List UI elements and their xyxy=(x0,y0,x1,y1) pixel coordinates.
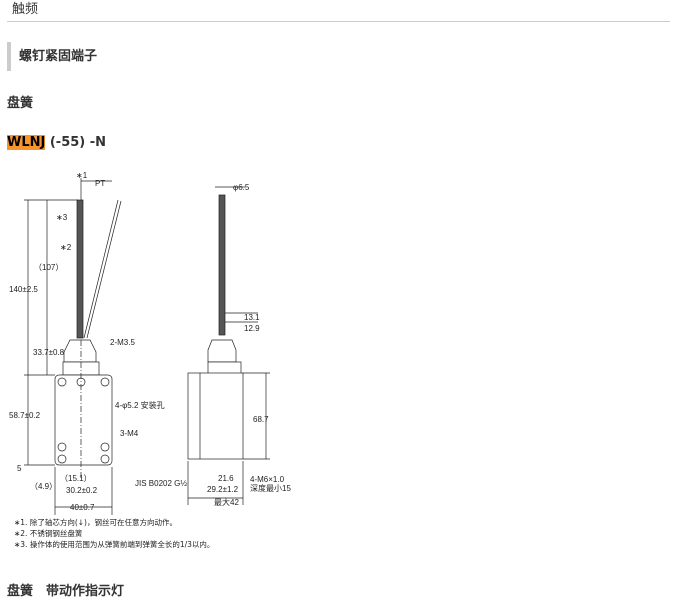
dim-33-7: 33.7±0.8 xyxy=(33,348,65,357)
label-m3-5: 2-M3.5 xyxy=(110,338,135,347)
model-suffix: (-55) -N xyxy=(45,135,107,150)
divider xyxy=(7,21,670,22)
front-view xyxy=(24,178,122,515)
dim-29-2: 29.2±1.2 xyxy=(207,485,239,494)
model-heading: WLNJ (-55) -N xyxy=(7,135,106,150)
model-name: WLNJ xyxy=(7,135,46,150)
footnote: ∗3. 操作体的使用范围为从弹簧前端到弹簧全长的1/3以内。 xyxy=(14,540,215,549)
dim-max-42: 最大42 xyxy=(214,497,239,507)
dim-12-9: 12.9 xyxy=(244,324,260,333)
section-heading: 螺钉紧固端子 xyxy=(7,42,97,71)
spring xyxy=(76,199,84,339)
spring xyxy=(218,194,226,336)
page-title: 触频 xyxy=(12,2,39,17)
label-jis: JIS B0202 G½ xyxy=(135,479,187,488)
dim-13-1: 13.1 xyxy=(244,313,260,322)
label-m6: 4-M6×1.0 xyxy=(250,475,285,484)
note-mark-2: ∗2 xyxy=(60,243,72,252)
note-mark-1: ∗1 xyxy=(76,171,88,180)
label-depth: 深度最小15 xyxy=(250,483,291,493)
pt-label: PT xyxy=(95,179,105,188)
dim-5: 5 xyxy=(17,464,22,473)
dim-40: 40±0.7 xyxy=(70,503,95,512)
subsection-heading: 盘簧 xyxy=(7,96,34,111)
dim-15-1: （15.1） xyxy=(60,474,92,483)
label-m4: 3-M4 xyxy=(120,429,139,438)
dim-30-2: 30.2±0.2 xyxy=(66,486,98,495)
dim-4-9: （4.9） xyxy=(30,482,57,491)
dim-140: 140±2.5 xyxy=(9,285,38,294)
side-view xyxy=(187,186,270,505)
dim-58-7: 58.7±0.2 xyxy=(9,411,41,420)
footnotes: ∗1. 除了轴芯方向(↓)，钢丝可在任意方向动作。 ∗2. 不锈钢钢丝盘簧 ∗3… xyxy=(14,517,214,550)
dimension-drawing: ∗1 PT ∗3 ∗2 （107） 140±2.5 33.7±0.8 2-M3.… xyxy=(9,171,291,515)
footnote: ∗1. 除了轴芯方向(↓)，钢丝可在任意方向动作。 xyxy=(14,518,177,527)
dim-phi-6-5: φ6.5 xyxy=(233,183,250,192)
dim-107: （107） xyxy=(34,263,63,272)
dim-21-6: 21.6 xyxy=(218,474,234,483)
note-mark-3: ∗3 xyxy=(56,213,68,222)
subsection-heading-2: 盘簧 带动作指示灯 xyxy=(7,584,125,599)
label-mount-hole: 4-φ5.2 安装孔 xyxy=(115,400,165,410)
footnote: ∗2. 不锈钢钢丝盘簧 xyxy=(14,529,83,538)
dim-68-7: 68.7 xyxy=(253,415,269,424)
